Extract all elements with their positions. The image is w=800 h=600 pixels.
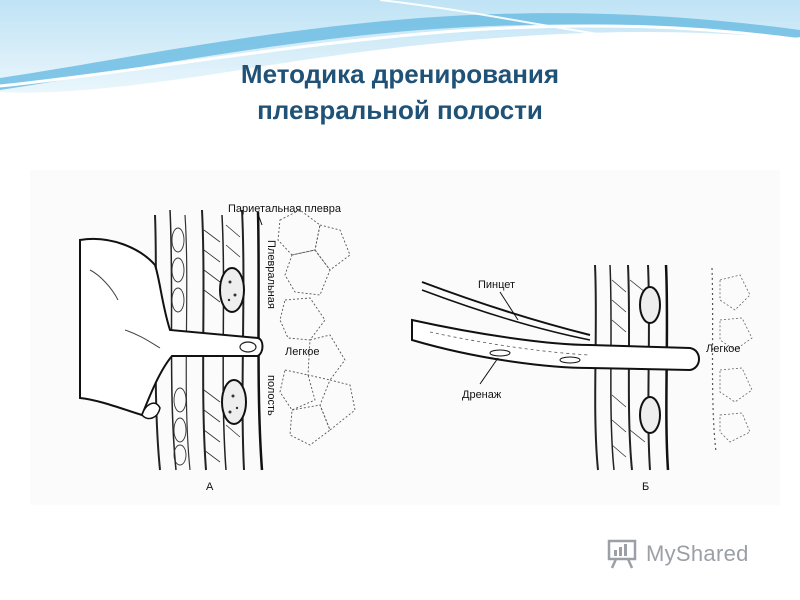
label-parietal-pleura: Париетальная плевра	[228, 203, 342, 215]
presentation-board-icon	[607, 539, 637, 569]
slide-title: Методика дренирования плевральной полост…	[0, 56, 800, 128]
myshared-watermark: MyShared	[606, 536, 776, 572]
label-pleural-cavity-1: Плевральная	[265, 240, 277, 309]
caption-b: Б	[642, 481, 649, 493]
caption-a: А	[206, 481, 214, 493]
header-wave-banner	[0, 0, 800, 110]
watermark-text: MyShared	[646, 541, 749, 566]
chest-drainage-illustration: Париетальная плевра Плевральная полость …	[30, 170, 780, 505]
label-lung-a: Легкое	[285, 346, 320, 358]
slide-title-line-2: плевральной полости	[257, 95, 543, 125]
label-drain: Дренаж	[462, 389, 502, 401]
slide-title-line-1: Методика дренирования	[240, 59, 560, 89]
panel-b-diagram	[411, 264, 753, 471]
label-pleural-cavity-2: полость	[265, 375, 277, 416]
label-lung-b: Легкое	[706, 343, 741, 355]
label-forceps: Пинцет	[478, 279, 515, 291]
panel-a-diagram	[79, 209, 356, 471]
